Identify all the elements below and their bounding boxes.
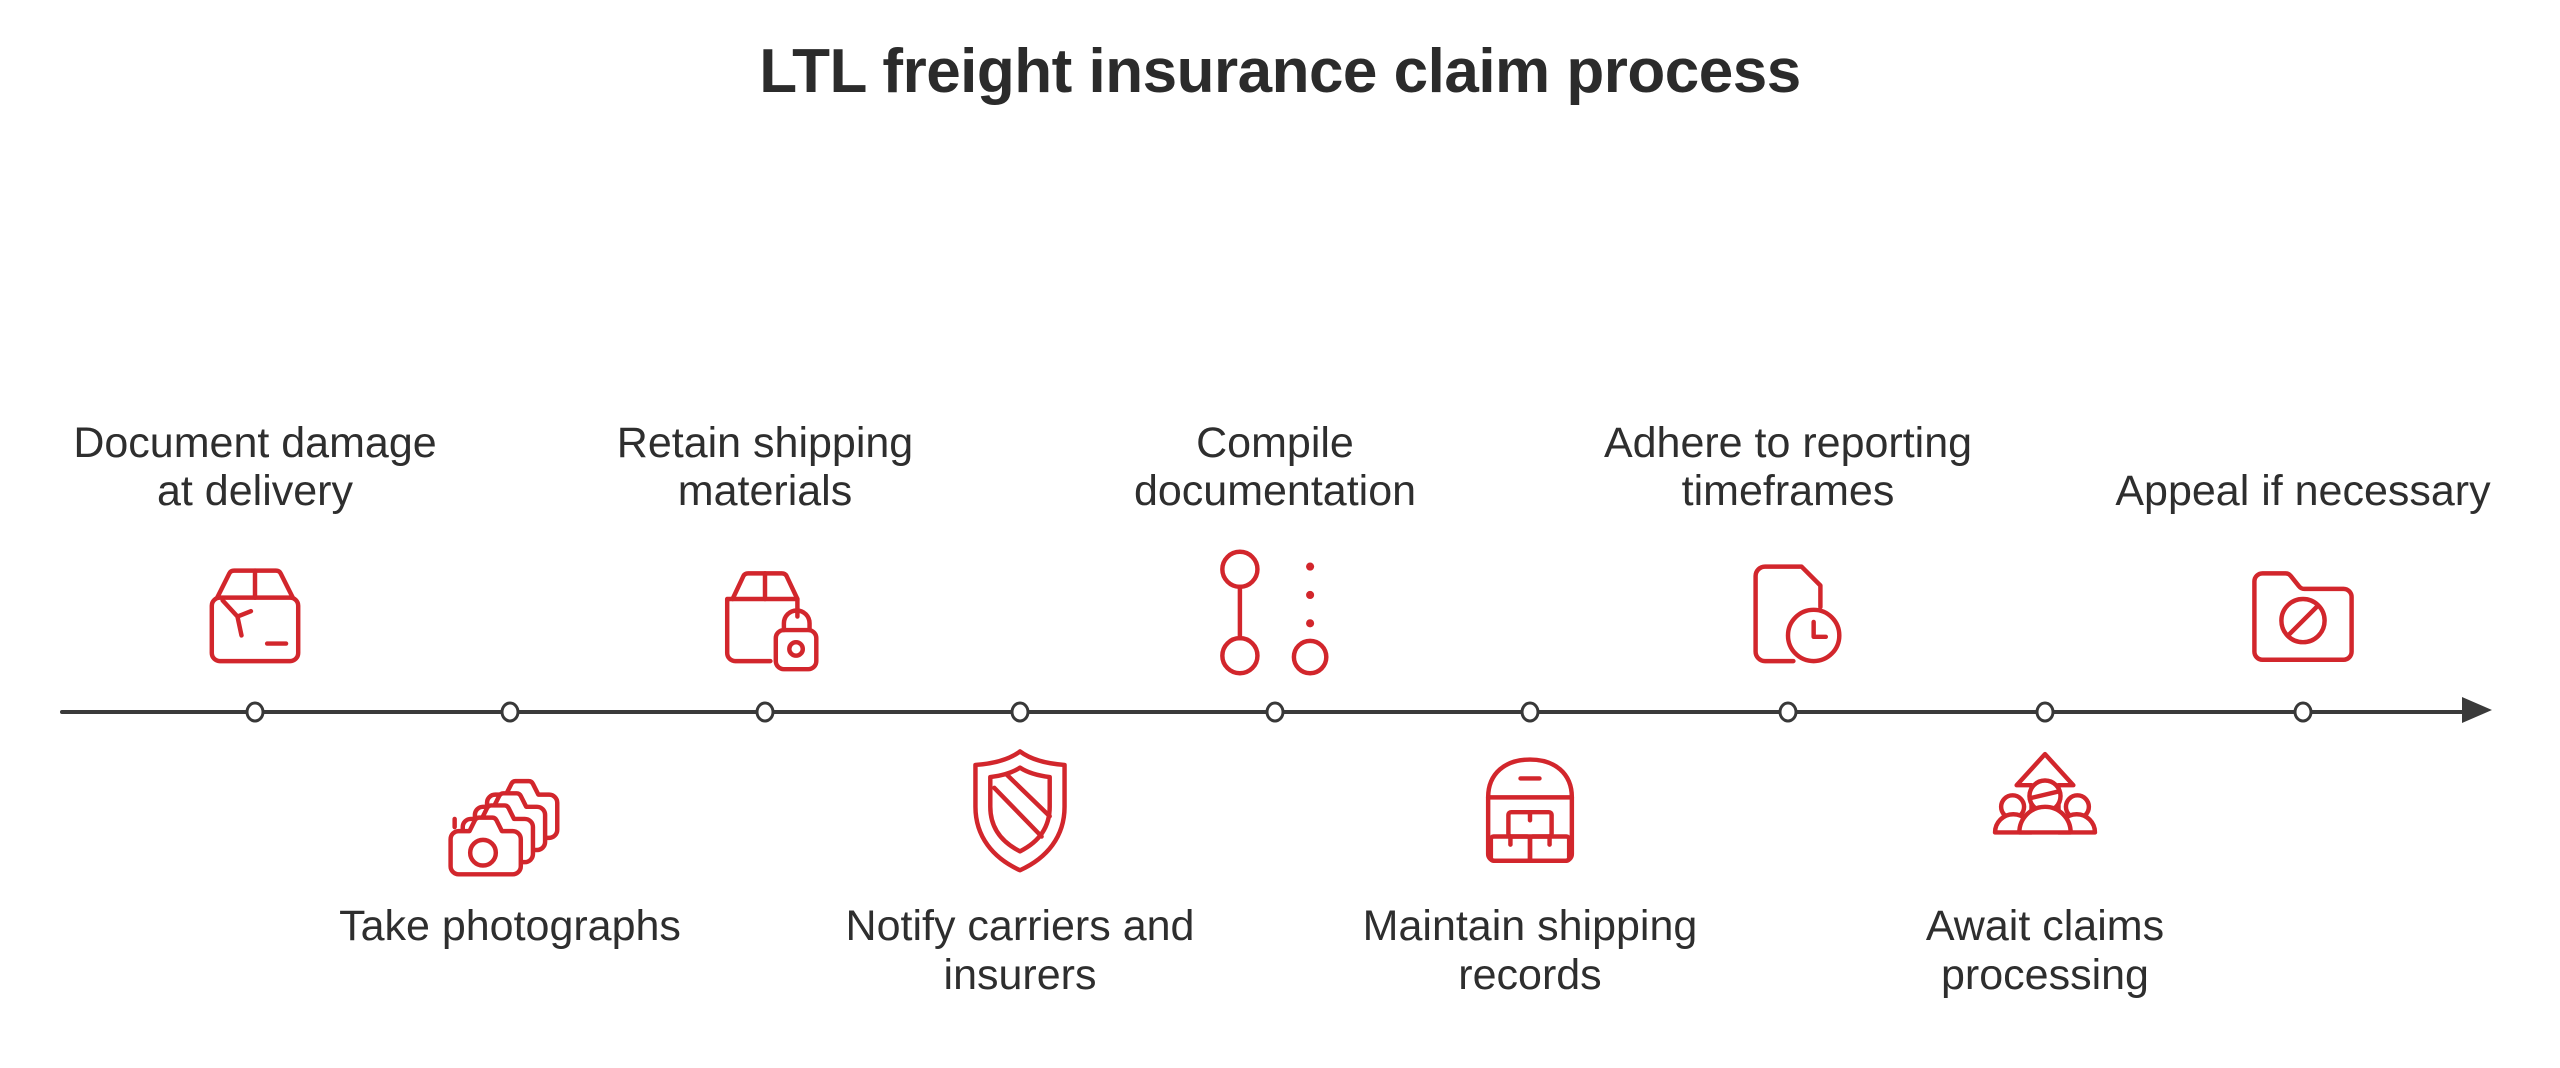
- timeline-node-4: [1010, 701, 1030, 723]
- step-await-processing: Await claims processing: [1785, 0, 2305, 1068]
- step-document-damage: Document damage at delivery: [0, 0, 515, 1068]
- step-label: Retain shipping materials: [616, 418, 914, 516]
- step-label: Maintain shipping records: [1362, 902, 1698, 999]
- step-label: Await claims processing: [1925, 902, 2165, 999]
- step-compile-documentation: Compile documentation: [1015, 0, 1535, 1068]
- folder-blocked-icon: [2236, 545, 2371, 680]
- warehouse-boxes-icon: [1463, 742, 1598, 877]
- step-label: Document damage at delivery: [73, 418, 437, 516]
- box-lock-icon: [698, 545, 833, 680]
- timeline-node-3: [755, 701, 775, 723]
- step-reporting-timeframes: Adhere to reporting timeframes: [1528, 0, 2048, 1068]
- step-retain-materials: Retain shipping materials: [505, 0, 1025, 1068]
- timeline-arrowhead-icon: [2462, 697, 2492, 723]
- page-title: LTL freight insurance claim process: [759, 37, 1801, 106]
- timeline-node-5: [1265, 701, 1285, 723]
- document-clock-icon: [1721, 545, 1856, 680]
- step-label: Appeal if necessary: [2115, 467, 2491, 516]
- step-label: Take photographs: [339, 902, 681, 950]
- timeline-node-1: [245, 701, 265, 723]
- step-maintain-records: Maintain shipping records: [1270, 0, 1790, 1068]
- step-notify-carriers: Notify carriers and insurers: [760, 0, 1280, 1068]
- timeline-node-9: [2293, 701, 2313, 723]
- timeline-line: [60, 710, 2468, 714]
- people-up-arrow-icon: [1978, 742, 2113, 877]
- timeline-node-8: [2035, 701, 2055, 723]
- damaged-box-icon: [188, 545, 323, 680]
- timeline-node-2: [500, 701, 520, 723]
- step-label: Notify carriers and insurers: [845, 902, 1195, 999]
- step-label: Compile documentation: [1133, 418, 1417, 516]
- timeline-node-7: [1778, 701, 1798, 723]
- step-take-photographs: Take photographs: [250, 0, 770, 1068]
- shield-stripes-icon: [953, 742, 1088, 877]
- camera-stack-icon: [443, 742, 578, 877]
- step-appeal: Appeal if necessary: [2043, 0, 2560, 1068]
- linked-circles-icon: [1208, 545, 1343, 680]
- step-label: Adhere to reporting timeframes: [1603, 418, 1973, 516]
- timeline-node-6: [1520, 701, 1540, 723]
